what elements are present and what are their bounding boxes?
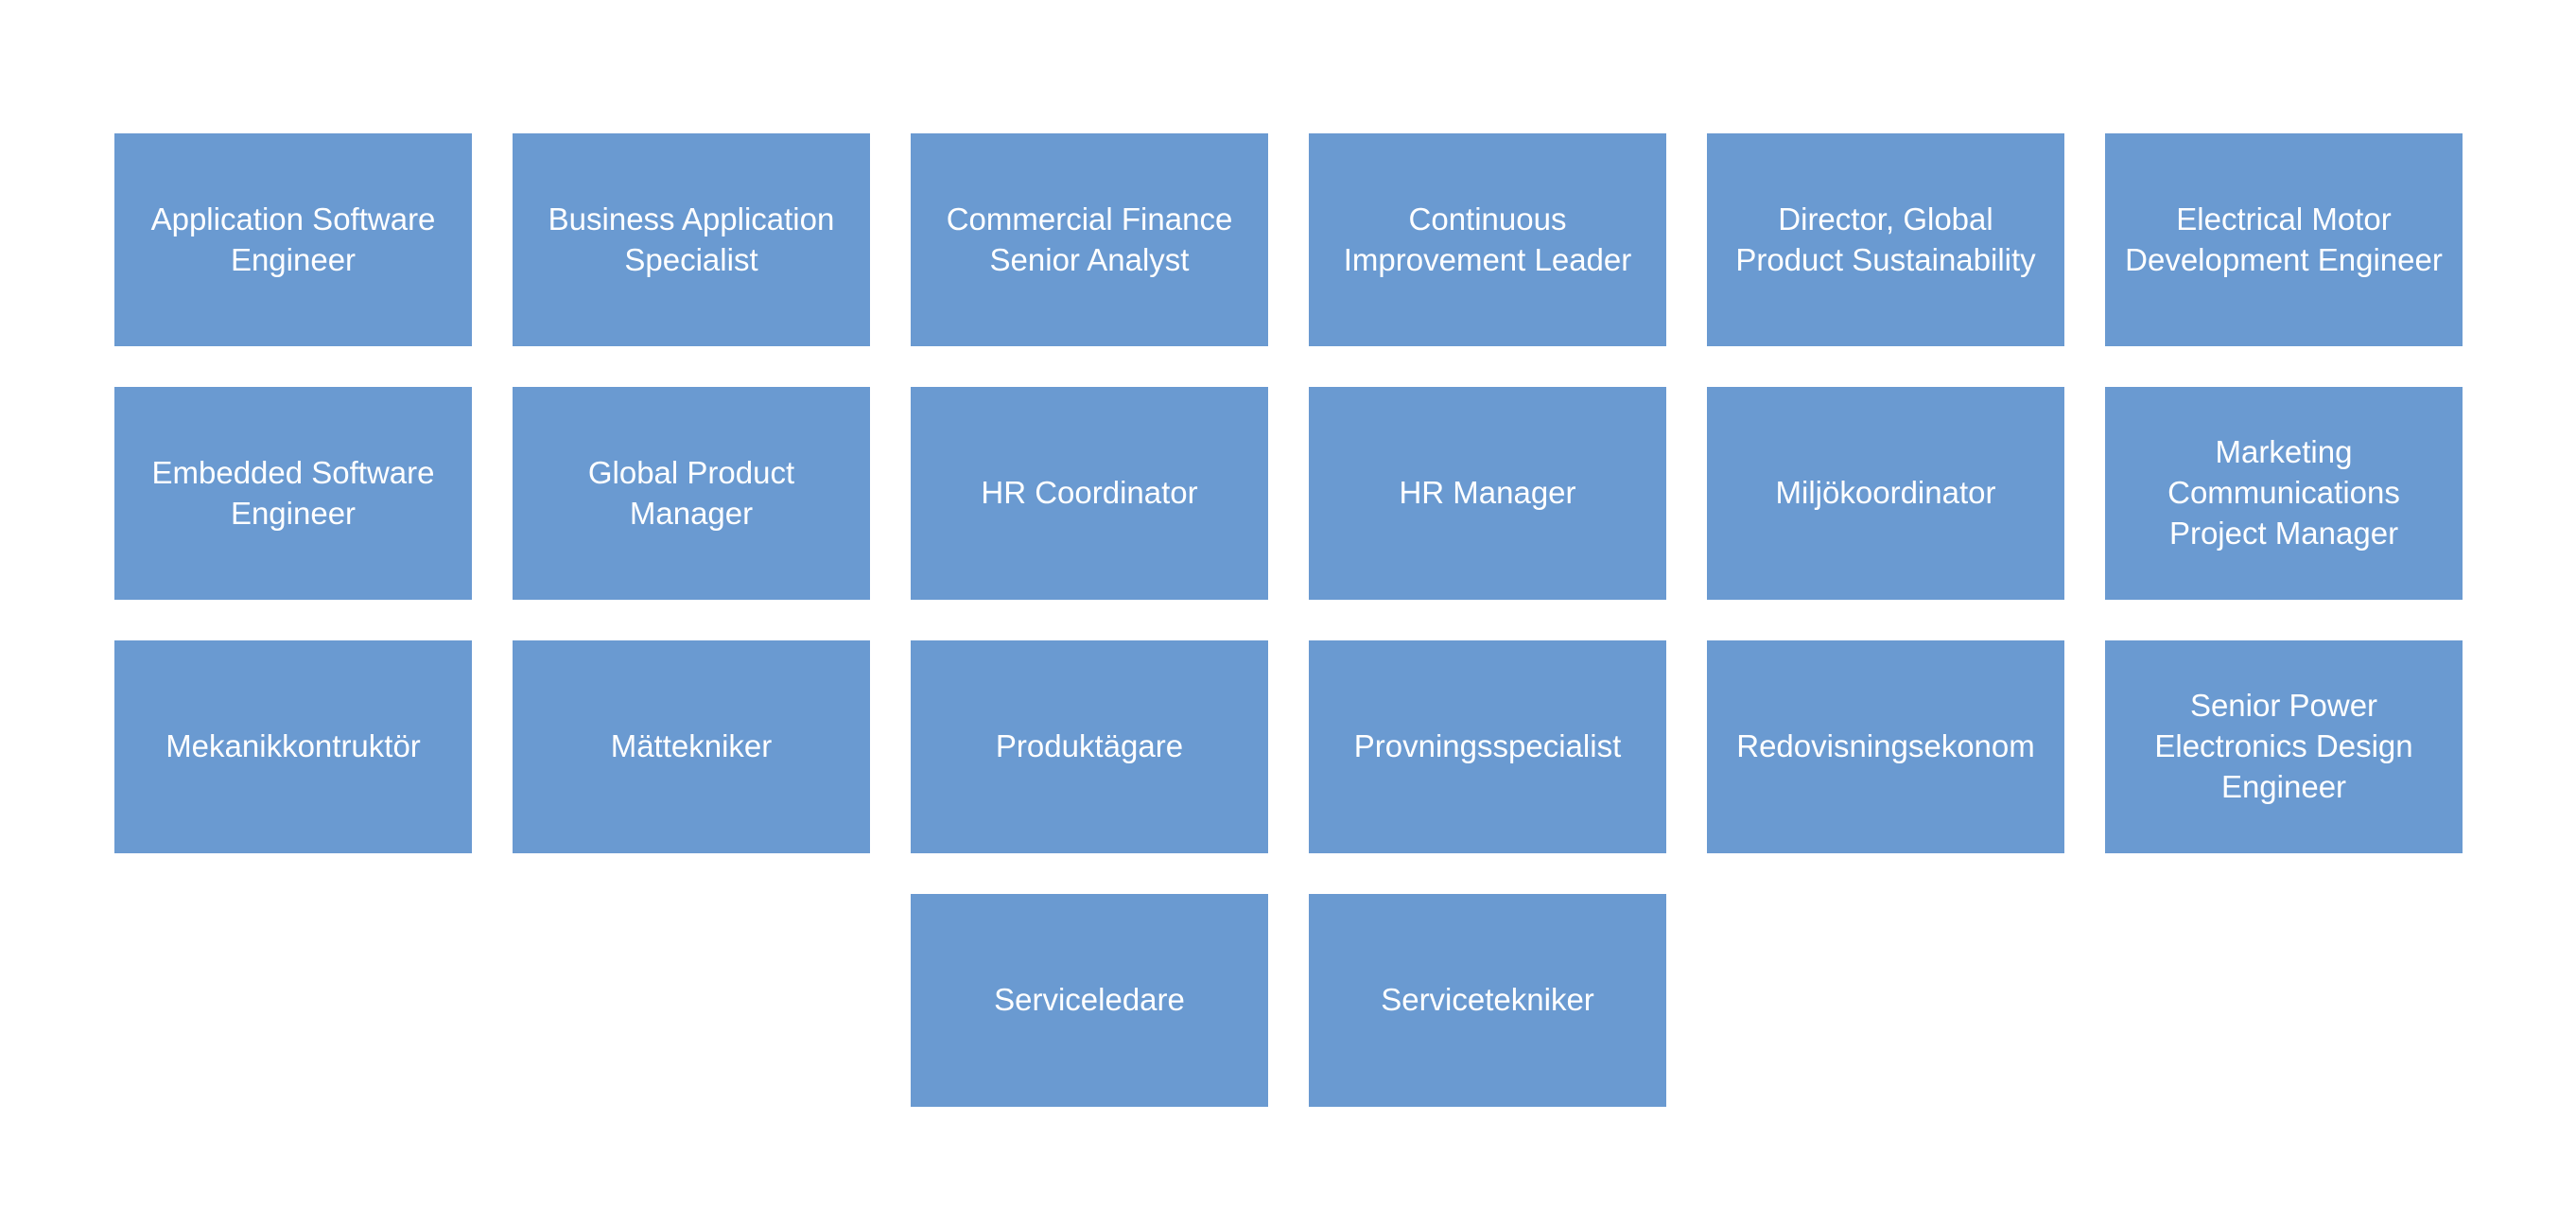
tile-row-1: Application Software Engineer Business A… [113,133,2463,346]
tile-provningsspecialist: Provningsspecialist [1309,640,1666,853]
tile-row-4: Serviceledare Servicetekniker [113,894,2463,1107]
tile-label: Servicetekniker [1381,982,1594,1018]
tile-embedded-software-engineer: Embedded Software Engineer [114,387,472,600]
tile-application-software-engineer: Application Software Engineer [114,133,472,346]
tile-produktagare: Produktägare [911,640,1268,853]
tile-label: Miljökoordinator [1775,475,1996,511]
tile-label: Redovisningsekonom [1736,728,2035,764]
tile-label: Business Application Specialist [548,201,835,277]
tile-continuous-improvement-leader: Continuous Improvement Leader [1309,133,1666,346]
tile-marketing-communications-project-manager: Marketing Communications Project Manager [2105,387,2463,600]
tile-miljokoordinator: Miljökoordinator [1707,387,2064,600]
tile-label: HR Manager [1399,475,1576,511]
tile-director-global-product-sustainability: Director, Global Product Sustainability [1707,133,2064,346]
tile-label: Senior Power Electronics Design Engineer [2154,688,2413,804]
tile-mattekniker: Mättekniker [513,640,870,853]
tile-business-application-specialist: Business Application Specialist [513,133,870,346]
tile-label: Serviceledare [994,982,1185,1018]
tile-label: Global Product Manager [587,454,795,531]
tile-label: Embedded Software Engineer [151,454,435,531]
tile-redovisningsekonom: Redovisningsekonom [1707,640,2064,853]
tile-hr-manager: HR Manager [1309,387,1666,600]
tile-label: Electrical Motor Development Engineer [2125,201,2443,277]
tile-label: Commercial Finance Senior Analyst [946,201,1233,277]
tile-row-3: Mekanikkontruktör Mättekniker Produktäga… [113,640,2463,853]
tile-global-product-manager: Global Product Manager [513,387,870,600]
tile-commercial-finance-senior-analyst: Commercial Finance Senior Analyst [911,133,1268,346]
tile-label: Provningsspecialist [1353,728,1622,764]
tile-label: HR Coordinator [981,475,1198,511]
tile-label: Mättekniker [610,728,773,764]
tile-label: Director, Global Product Sustainability [1735,201,2036,277]
tile-electrical-motor-development-engineer: Electrical Motor Development Engineer [2105,133,2463,346]
job-title-grid: Application Software Engineer Business A… [113,133,2463,1147]
tile-label: Mekanikkontruktör [165,728,421,764]
tile-serviceledare: Serviceledare [911,894,1268,1107]
tile-senior-power-electronics-design-engineer: Senior Power Electronics Design Engineer [2105,640,2463,853]
tile-mekanikkontruktor: Mekanikkontruktör [114,640,472,853]
tile-row-2: Embedded Software Engineer Global Produc… [113,387,2463,600]
tile-label: Marketing Communications Project Manager [2167,434,2400,551]
tile-label: Produktägare [995,728,1184,764]
tile-label: Continuous Improvement Leader [1343,201,1632,277]
tile-hr-coordinator: HR Coordinator [911,387,1268,600]
tile-servicetekniker: Servicetekniker [1309,894,1666,1107]
tile-label: Application Software Engineer [150,201,436,277]
